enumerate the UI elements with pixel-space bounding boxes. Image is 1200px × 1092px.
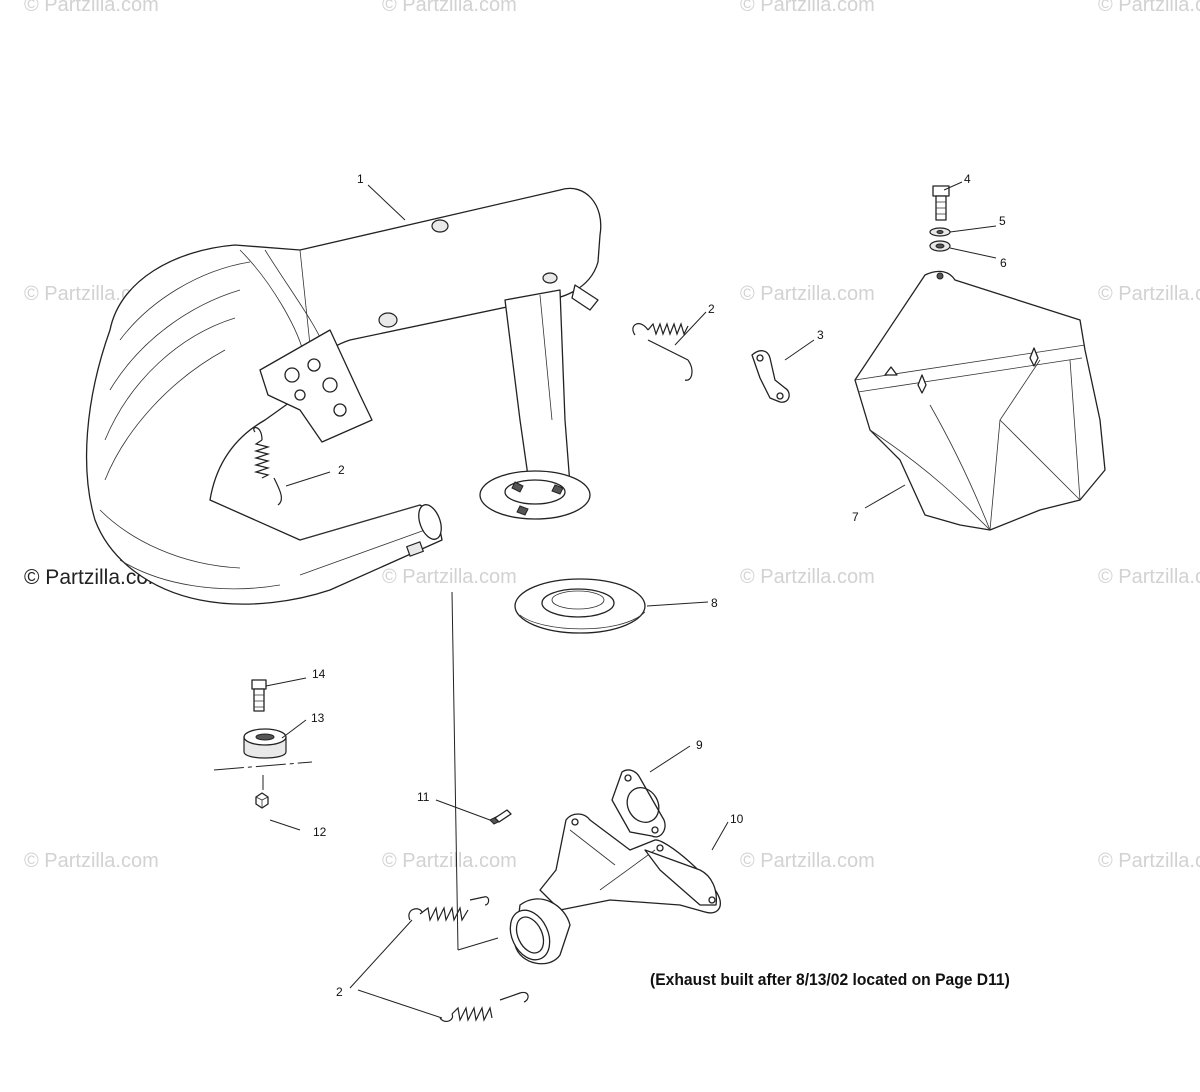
- watermark: © Partzilla.com: [1098, 0, 1200, 16]
- part-10-y-pipe: [509, 813, 721, 965]
- callout-part-11: 11: [417, 790, 430, 804]
- callout-part-3: 3: [817, 328, 824, 342]
- part-9-gasket: [611, 769, 666, 838]
- callout-part-14: 14: [312, 667, 326, 681]
- callout-part-2: 2: [336, 985, 343, 999]
- centerline: [457, 937, 499, 951]
- callout-part-8: 8: [711, 596, 718, 610]
- part-5-washer-hole: [936, 230, 944, 234]
- part-3-clip: [751, 350, 790, 403]
- watermark: © Partzilla.com: [740, 566, 875, 588]
- watermark: © Partzilla.com: [740, 850, 875, 872]
- watermark: © Partzilla.com: [740, 0, 875, 16]
- watermark: © Partzilla.com: [382, 850, 517, 872]
- callout-part-7: 7: [852, 510, 859, 524]
- callout-part-6: 6: [1000, 256, 1007, 270]
- watermark: © Partzilla.com: [24, 566, 166, 589]
- callout-part-1: 1: [357, 172, 364, 186]
- part-2-spring: [632, 322, 693, 381]
- part-8-grommet: [514, 578, 646, 634]
- callout-part-2: 2: [338, 463, 345, 477]
- part-2-spring: [253, 427, 282, 506]
- watermark: © Partzilla.com: [1098, 566, 1200, 588]
- part-1-mounting-bracket: [259, 329, 373, 443]
- watermark: © Partzilla.com: [24, 0, 159, 16]
- centerline: [213, 761, 313, 771]
- part-11-screw: [489, 809, 512, 825]
- part-12-nut: [255, 792, 269, 809]
- watermark: © Partzilla.com: [24, 850, 159, 872]
- watermark: © Partzilla.com: [740, 283, 875, 305]
- watermark: © Partzilla.com: [1098, 283, 1200, 305]
- tailpipe: [479, 284, 599, 520]
- callout-part-13: 13: [311, 711, 325, 725]
- part-6-washer-hole: [935, 243, 945, 249]
- callout-part-9: 9: [696, 738, 703, 752]
- part-14-bolt: [251, 679, 267, 712]
- centerline: [451, 591, 459, 951]
- leader-lines: [265, 181, 997, 1019]
- part-2-spring: [408, 896, 490, 922]
- exhaust-note: (Exhaust built after 8/13/02 located on …: [650, 970, 1010, 989]
- part-7-heat-shield: [854, 270, 1106, 531]
- callout-part-2: 2: [708, 302, 715, 316]
- part-4-bolt: [932, 185, 950, 221]
- callout-part-10: 10: [730, 812, 744, 826]
- part-13-spacer: [243, 728, 287, 759]
- watermark: © Partzilla.com: [1098, 850, 1200, 872]
- callout-part-5: 5: [999, 214, 1006, 228]
- watermark: © Partzilla.com: [382, 566, 517, 588]
- callout-part-12: 12: [313, 825, 327, 839]
- callout-part-4: 4: [964, 172, 971, 186]
- watermark: © Partzilla.com: [382, 0, 517, 16]
- part-2-spring: [439, 991, 529, 1022]
- part-1-exhaust-chamber: [85, 187, 602, 605]
